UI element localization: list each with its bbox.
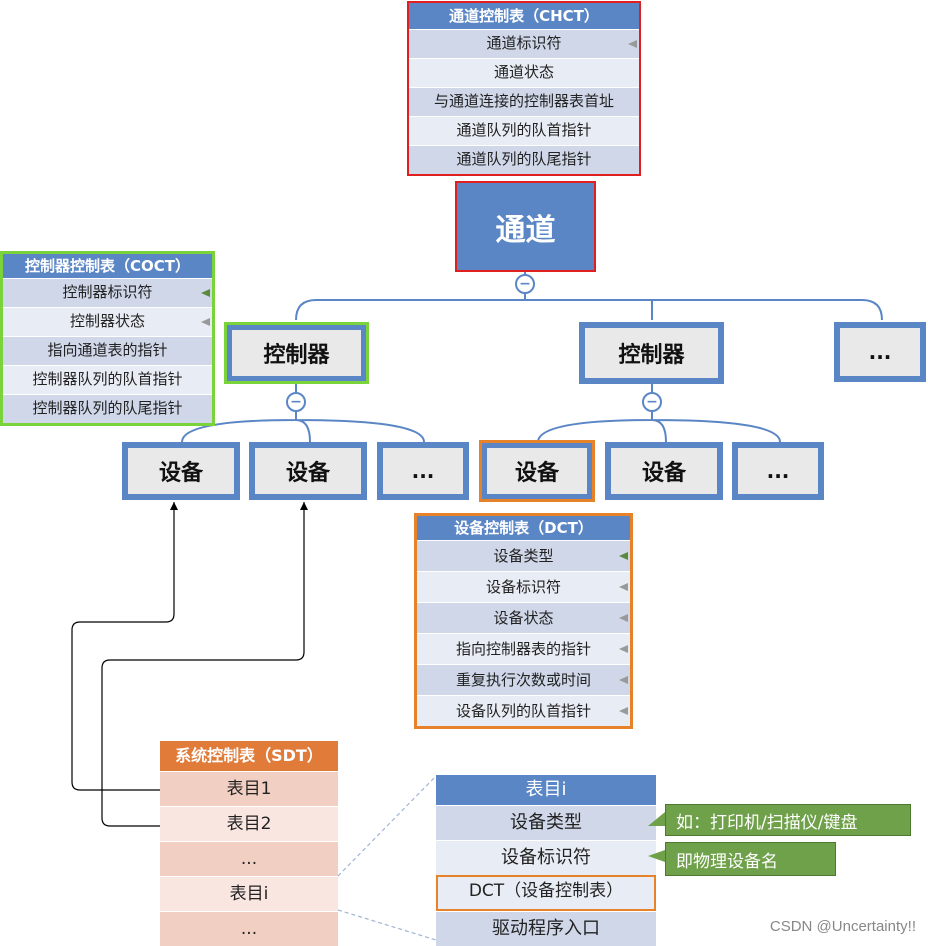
device-type-callout: 如：打印机/扫描仪/键盘	[665, 804, 911, 836]
device-label: 设备	[285, 461, 330, 486]
collapse-icon[interactable]: −	[286, 392, 306, 412]
dct-row: 设备类型	[417, 540, 630, 571]
controller-label: 控制器	[263, 343, 330, 368]
arrow-icon	[628, 40, 637, 48]
sdt-row: ...	[160, 911, 338, 946]
arrow-icon	[619, 707, 628, 715]
device-node-more: ...	[377, 442, 469, 500]
arrow-icon	[619, 645, 628, 653]
device-label: 设备	[158, 461, 203, 486]
controller-node-left: 控制器	[224, 322, 369, 384]
arrow-icon	[619, 583, 628, 591]
entry-table: 表目i 设备类型 设备标识符 DCT（设备控制表） 驱动程序入口	[436, 775, 656, 946]
sdt-row: 表目1	[160, 771, 338, 806]
arrow-icon	[619, 614, 628, 622]
channel-label: 通道	[495, 212, 556, 248]
dct-row: 设备状态	[417, 602, 630, 633]
device-node: 设备	[605, 442, 723, 500]
channel-branch-line	[295, 272, 883, 321]
coct-row: 控制器队列的队尾指针	[3, 394, 212, 423]
coct-title: 控制器控制表（COCT）	[3, 254, 212, 278]
chct-row: 通道队列的队尾指针	[409, 145, 639, 174]
dct-title: 设备控制表（DCT）	[417, 516, 630, 540]
ellipsis-label: ...	[868, 340, 892, 364]
chct-row: 通道标识符	[409, 29, 639, 58]
sdt-table: 系统控制表（SDT） 表目1 表目2 ... 表目i ...	[160, 741, 338, 946]
dct-row: 重复执行次数或时间	[417, 664, 630, 695]
device-node: 设备	[249, 442, 367, 500]
controller-node-right: 控制器	[579, 322, 724, 384]
ellipsis-label: ...	[411, 459, 435, 483]
zoom-lines	[337, 775, 437, 941]
controller-node-more: ...	[834, 322, 926, 382]
controller-label: 控制器	[618, 343, 685, 368]
chct-row: 与通道连接的控制器表首址	[409, 87, 639, 116]
coct-row: 控制器标识符	[3, 278, 212, 307]
entry-title: 表目i	[436, 775, 656, 805]
watermark: CSDN @Uncertainty!!	[769, 918, 916, 935]
coct-table: 控制器控制表（COCT） 控制器标识符 控制器状态 指向通道表的指针 控制器队列…	[0, 251, 215, 426]
chct-row: 通道队列的队首指针	[409, 116, 639, 145]
sdt-row: 表目i	[160, 876, 338, 911]
coct-row: 指向通道表的指针	[3, 336, 212, 365]
entry-row-dct: DCT（设备控制表）	[436, 875, 656, 911]
entry-row: 驱动程序入口	[436, 911, 656, 946]
collapse-icon[interactable]: −	[515, 274, 535, 294]
controller-left-branch-line	[181, 384, 425, 443]
sdt-row: ...	[160, 841, 338, 876]
device-id-callout: 即物理设备名	[665, 842, 836, 876]
chct-row: 通道状态	[409, 58, 639, 87]
dct-table: 设备控制表（DCT） 设备类型 设备标识符 设备状态 指向控制器表的指针 重复执…	[414, 513, 633, 729]
dct-row: 设备队列的队首指针	[417, 695, 630, 726]
arrow-icon	[619, 552, 628, 560]
controller-right-branch-line	[537, 384, 781, 443]
device-label: 设备	[641, 461, 686, 486]
sdt-entry2-arrow	[101, 502, 305, 827]
chct-table: 通道控制表（CHCT） 通道标识符 通道状态 与通道连接的控制器表首址 通道队列…	[407, 1, 641, 176]
coct-row: 控制器队列的队首指针	[3, 365, 212, 394]
dct-row: 设备标识符	[417, 571, 630, 602]
sdt-entry1-arrow	[71, 502, 175, 791]
arrow-icon	[201, 318, 210, 326]
entry-row: 设备类型	[436, 805, 656, 840]
sdt-row: 表目2	[160, 806, 338, 841]
arrow-icon	[201, 289, 210, 297]
channel-node: 通道	[455, 181, 596, 272]
device-node-highlighted: 设备	[479, 440, 595, 502]
coct-row: 控制器状态	[3, 307, 212, 336]
ellipsis-label: ...	[766, 459, 790, 483]
entry-row: 设备标识符	[436, 840, 656, 875]
device-node: 设备	[122, 442, 240, 500]
device-label: 设备	[514, 461, 559, 486]
chct-title: 通道控制表（CHCT）	[409, 3, 639, 29]
collapse-icon[interactable]: −	[642, 392, 662, 412]
dct-row: 指向控制器表的指针	[417, 633, 630, 664]
arrow-icon	[619, 676, 628, 684]
sdt-title: 系统控制表（SDT）	[160, 741, 338, 771]
device-node-more: ...	[732, 442, 824, 500]
